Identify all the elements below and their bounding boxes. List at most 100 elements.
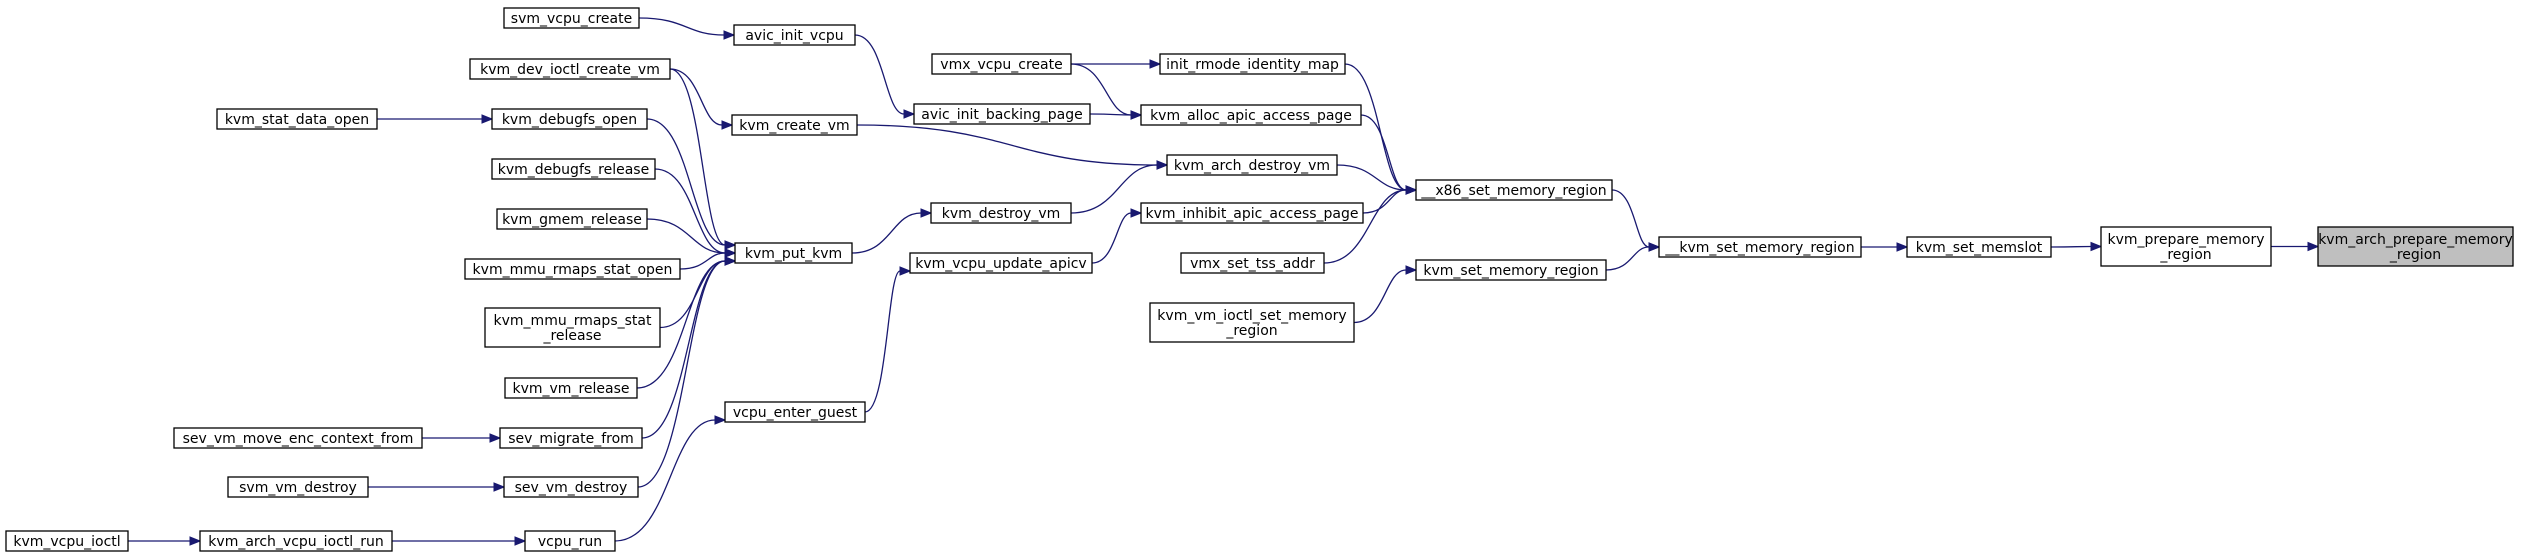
node-label-vcpu_run: vcpu_run — [538, 534, 602, 550]
node-box-kvm_gmem_release[interactable] — [496, 208, 648, 230]
node-label-kvm_arch_prepare_memory_region: _region — [2389, 247, 2441, 263]
node-kvm_dev_ioctl_create_vm[interactable]: kvm_dev_ioctl_create_vm — [469, 58, 671, 80]
node-avic_init_vcpu[interactable]: avic_init_vcpu — [733, 24, 856, 46]
node-kvm_put_kvm[interactable]: kvm_put_kvm — [734, 242, 853, 264]
node-box-kvm_vm_release[interactable] — [504, 377, 638, 399]
node-box-kvm_debugfs_open[interactable] — [491, 108, 648, 130]
node-label-kvm_mmu_rmaps_stat_open: kvm_mmu_rmaps_stat_open — [473, 262, 673, 278]
node-box-vcpu_run[interactable] — [524, 530, 616, 552]
node-label-kvm_vcpu_update_apicv: kvm_vcpu_update_apicv — [915, 256, 1086, 272]
edge-kvm_arch_destroy_vm-to-__x86_set_memory_region — [1336, 164, 1407, 191]
node-kvm_mmu_rmaps_stat_release[interactable]: kvm_mmu_rmaps_stat_release — [484, 307, 661, 348]
edge-sev_migrate_from-to-kvm_put_kvm — [641, 260, 726, 439]
node-label-kvm_arch_vcpu_ioctl_run: kvm_arch_vcpu_ioctl_run — [208, 534, 383, 550]
node-kvm_debugfs_open[interactable]: kvm_debugfs_open — [491, 108, 648, 130]
node-kvm_gmem_release[interactable]: kvm_gmem_release — [496, 208, 648, 230]
call-graph-edges — [127, 17, 2320, 546]
node-vcpu_run[interactable]: vcpu_run — [524, 530, 616, 552]
node-kvm_arch_destroy_vm[interactable]: kvm_arch_destroy_vm — [1166, 154, 1338, 176]
node-box-kvm_arch_prepare_memory_region[interactable] — [2317, 226, 2514, 267]
node-box-kvm_prepare_memory_region[interactable] — [2100, 226, 2272, 267]
node-kvm_set_memory_region[interactable]: kvm_set_memory_region — [1415, 259, 1607, 281]
edge-kvm_alloc_apic_access_page-to-__x86_set_memory_region — [1360, 114, 1407, 191]
node-label-kvm_destroy_vm: kvm_destroy_vm — [942, 206, 1061, 222]
node-box-kvm_mmu_rmaps_stat_open[interactable] — [464, 258, 681, 280]
node-label-kvm_arch_destroy_vm: kvm_arch_destroy_vm — [1174, 158, 1330, 174]
node-box-vcpu_enter_guest[interactable] — [724, 401, 866, 423]
node-box-kvm_vcpu_update_apicv[interactable] — [909, 252, 1093, 274]
arrowhead-avic_init_vcpu-to-avic_init_backing_page — [903, 109, 916, 119]
node-box-sev_vm_destroy[interactable] — [503, 476, 639, 498]
node-vmx_set_tss_addr[interactable]: vmx_set_tss_addr — [1180, 252, 1325, 274]
arrowhead-kvm_stat_data_open-to-kvm_debugfs_open — [481, 114, 494, 124]
node-__kvm_set_memory_region[interactable]: __kvm_set_memory_region — [1658, 236, 1862, 258]
node-vcpu_enter_guest[interactable]: vcpu_enter_guest — [724, 401, 866, 423]
edge-vcpu_enter_guest-to-kvm_vcpu_update_apicv — [864, 270, 901, 413]
node-box-kvm_destroy_vm[interactable] — [930, 202, 1072, 224]
node-box-__x86_set_memory_region[interactable] — [1415, 179, 1613, 201]
node-label-kvm_stat_data_open: kvm_stat_data_open — [225, 112, 369, 128]
node-kvm_vcpu_update_apicv[interactable]: kvm_vcpu_update_apicv — [909, 252, 1093, 274]
node-kvm_vm_ioctl_set_memory_region[interactable]: kvm_vm_ioctl_set_memory_region — [1149, 302, 1355, 343]
node-box-svm_vm_destroy[interactable] — [227, 476, 369, 498]
node-label-sev_vm_move_enc_context_from: sev_vm_move_enc_context_from — [183, 431, 414, 447]
node-box-kvm_set_memslot[interactable] — [1906, 236, 2052, 258]
node-box-kvm_arch_vcpu_ioctl_run[interactable] — [199, 530, 393, 552]
node-kvm_debugfs_release[interactable]: kvm_debugfs_release — [491, 158, 656, 180]
node-box-kvm_vcpu_ioctl[interactable] — [5, 530, 129, 552]
node-avic_init_backing_page[interactable]: avic_init_backing_page — [913, 103, 1091, 125]
arrowhead-kvm_dev_ioctl_create_vm-to-kvm_create_vm — [721, 120, 734, 130]
edge-__x86_set_memory_region-to-__kvm_set_memory_region — [1611, 189, 1650, 248]
node-box-kvm_create_vm[interactable] — [731, 114, 858, 136]
node-box-svm_vcpu_create[interactable] — [503, 7, 640, 29]
node-box-avic_init_backing_page[interactable] — [913, 103, 1091, 125]
node-box-kvm_set_memory_region[interactable] — [1415, 259, 1607, 281]
node-box-kvm_debugfs_release[interactable] — [491, 158, 656, 180]
node-sev_migrate_from[interactable]: sev_migrate_from — [499, 427, 643, 449]
node-kvm_set_memslot[interactable]: kvm_set_memslot — [1906, 236, 2052, 258]
node-box-sev_vm_move_enc_context_from[interactable] — [173, 427, 423, 449]
node-kvm_stat_data_open[interactable]: kvm_stat_data_open — [216, 108, 378, 130]
node-kvm_vm_release[interactable]: kvm_vm_release — [504, 377, 638, 399]
node-box-kvm_alloc_apic_access_page[interactable] — [1140, 104, 1362, 126]
node-__x86_set_memory_region[interactable]: __x86_set_memory_region — [1415, 179, 1613, 201]
node-box-vmx_set_tss_addr[interactable] — [1180, 252, 1325, 274]
node-kvm_prepare_memory_region[interactable]: kvm_prepare_memory_region — [2100, 226, 2272, 267]
node-box-kvm_inhibit_apic_access_page[interactable] — [1140, 202, 1364, 224]
node-kvm_create_vm[interactable]: kvm_create_vm — [731, 114, 858, 136]
edge-svm_vcpu_create-to-avic_init_vcpu — [638, 17, 725, 36]
node-kvm_arch_prepare_memory_region[interactable]: kvm_arch_prepare_memory_region — [2317, 226, 2514, 267]
node-box-vmx_vcpu_create[interactable] — [931, 53, 1072, 75]
node-label-kvm_debugfs_open: kvm_debugfs_open — [502, 112, 637, 128]
node-kvm_alloc_apic_access_page[interactable]: kvm_alloc_apic_access_page — [1140, 104, 1362, 126]
edge-sev_vm_destroy-to-kvm_put_kvm — [637, 260, 726, 488]
node-svm_vm_destroy[interactable]: svm_vm_destroy — [227, 476, 369, 498]
node-kvm_vcpu_ioctl[interactable]: kvm_vcpu_ioctl — [5, 530, 129, 552]
node-box-__kvm_set_memory_region[interactable] — [1658, 236, 1862, 258]
node-box-kvm_mmu_rmaps_stat_release[interactable] — [484, 307, 661, 348]
node-label-svm_vm_destroy: svm_vm_destroy — [239, 480, 357, 496]
node-sev_vm_destroy[interactable]: sev_vm_destroy — [503, 476, 639, 498]
node-box-kvm_stat_data_open[interactable] — [216, 108, 378, 130]
node-box-kvm_put_kvm[interactable] — [734, 242, 853, 264]
node-svm_vcpu_create[interactable]: svm_vcpu_create — [503, 7, 640, 29]
node-kvm_arch_vcpu_ioctl_run[interactable]: kvm_arch_vcpu_ioctl_run — [199, 530, 393, 552]
node-label-__x86_set_memory_region: __x86_set_memory_region — [1420, 183, 1606, 199]
node-init_rmode_identity_map[interactable]: init_rmode_identity_map — [1159, 53, 1346, 75]
node-vmx_vcpu_create[interactable]: vmx_vcpu_create — [931, 53, 1072, 75]
node-kvm_destroy_vm[interactable]: kvm_destroy_vm — [930, 202, 1072, 224]
node-box-kvm_vm_ioctl_set_memory_region[interactable] — [1149, 302, 1355, 343]
node-sev_vm_move_enc_context_from[interactable]: sev_vm_move_enc_context_from — [173, 427, 423, 449]
node-kvm_inhibit_apic_access_page[interactable]: kvm_inhibit_apic_access_page — [1140, 202, 1364, 224]
node-kvm_mmu_rmaps_stat_open[interactable]: kvm_mmu_rmaps_stat_open — [464, 258, 681, 280]
arrowhead-vcpu_run-to-vcpu_enter_guest — [714, 415, 727, 425]
node-box-sev_migrate_from[interactable] — [499, 427, 643, 449]
node-label-kvm_create_vm: kvm_create_vm — [739, 118, 849, 134]
edge-vmx_vcpu_create-to-kvm_alloc_apic_access_page — [1070, 63, 1132, 116]
node-box-avic_init_vcpu[interactable] — [733, 24, 856, 46]
node-box-kvm_arch_destroy_vm[interactable] — [1166, 154, 1338, 176]
node-label-vmx_set_tss_addr: vmx_set_tss_addr — [1190, 256, 1315, 272]
arrowhead-kvm_vcpu_update_apicv-to-kvm_inhibit_apic_access_page — [1130, 208, 1143, 218]
node-box-init_rmode_identity_map[interactable] — [1159, 53, 1346, 75]
node-box-kvm_dev_ioctl_create_vm[interactable] — [469, 58, 671, 80]
